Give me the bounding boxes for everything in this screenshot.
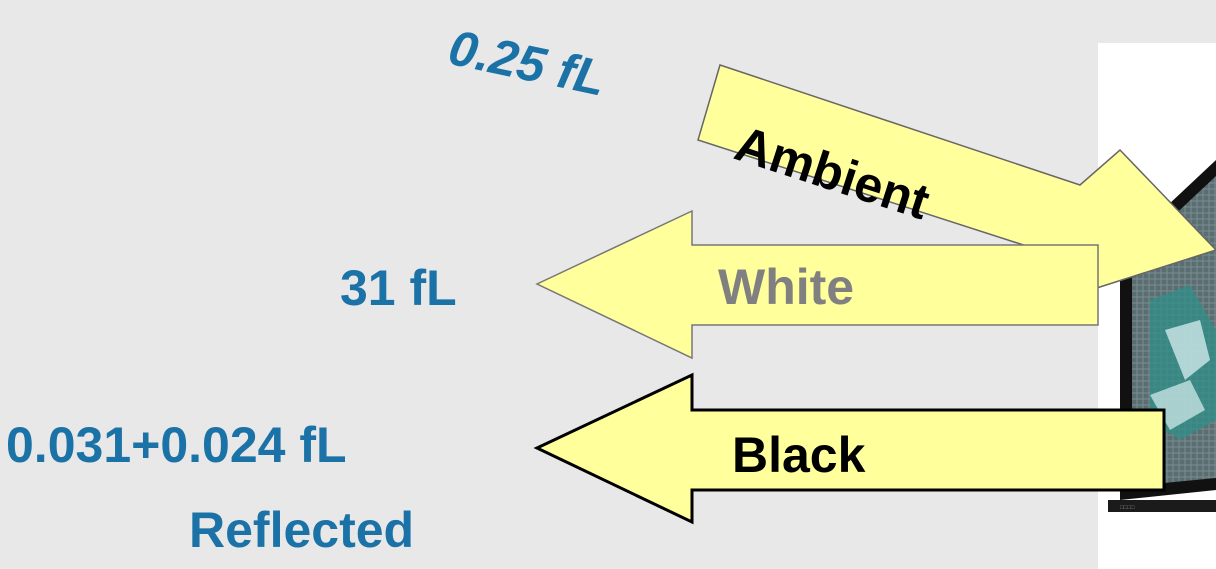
black-value: 0.031+0.024 fL xyxy=(6,417,347,473)
white-value: 31 fL xyxy=(340,260,457,316)
svg-text:□□□□: □□□□ xyxy=(1120,505,1135,511)
reflected-caption: Reflected xyxy=(189,502,415,558)
black-label: Black xyxy=(732,427,866,483)
white-label: White xyxy=(718,259,855,315)
